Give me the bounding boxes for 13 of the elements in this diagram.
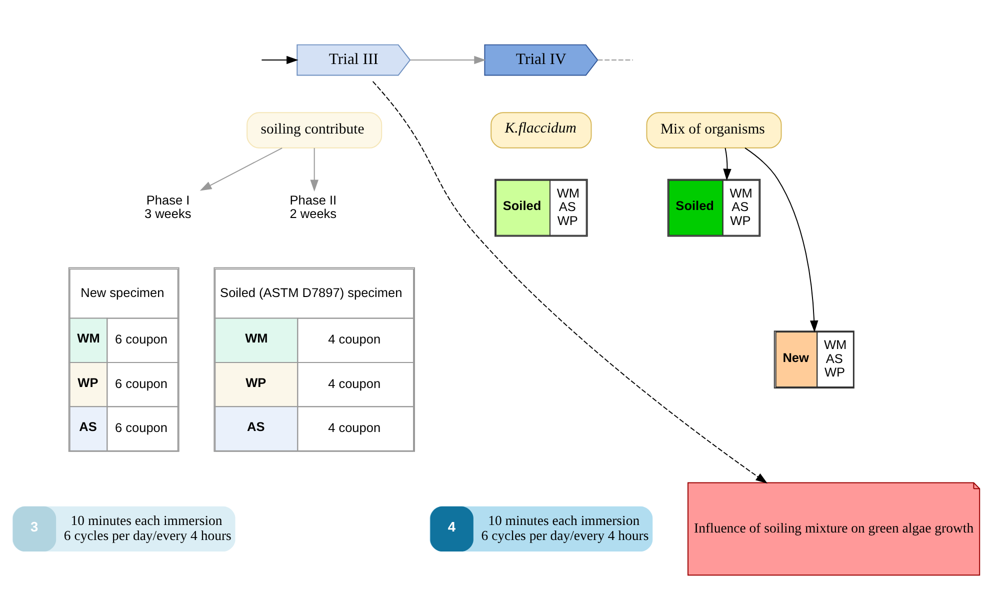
- node-text: Phase I 3 weeks: [144, 192, 192, 221]
- arrow: [410, 55, 486, 64]
- arrow: [261, 55, 298, 64]
- node-box: soiling contribute: [246, 112, 382, 148]
- arrow: [310, 147, 318, 192]
- node-text: Phase II 2 weeks: [290, 192, 337, 221]
- node-box: K.flaccidum: [490, 112, 592, 148]
- arrow: [200, 147, 283, 190]
- arrow: [723, 147, 732, 180]
- arrow: [372, 80, 768, 484]
- node-box: Mix of organisms: [646, 112, 782, 148]
- arrow: [744, 146, 818, 332]
- connector: [597, 59, 634, 60]
